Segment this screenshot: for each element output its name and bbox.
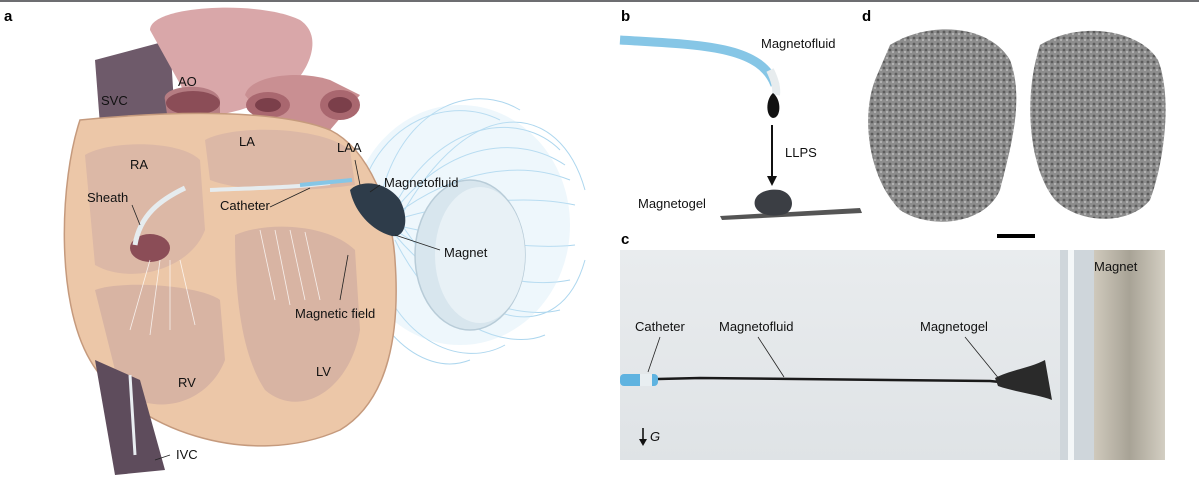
panel-c-catheter-label: Catheter (635, 319, 685, 334)
panel-b-magnetogel-label: Magnetogel (638, 196, 706, 211)
panel-c-magnetogel-label: Magnetogel (920, 319, 988, 334)
heart-illustration (63, 7, 586, 475)
gel-rendering-left (868, 29, 1017, 222)
sheath-label: Sheath (87, 190, 129, 205)
right-atrium (85, 144, 205, 274)
svc-label: SVC (101, 93, 128, 108)
left-atrium (205, 129, 355, 190)
panel-b-droplet (767, 93, 780, 118)
panel-b-magnetogel (754, 189, 792, 216)
panel-b-substrate (720, 208, 862, 220)
rv-label: RV (178, 375, 196, 390)
panel-c-magnetofluid-strand (657, 376, 1001, 384)
panel-c-magnetogel (995, 360, 1052, 400)
scale-bar (997, 234, 1035, 238)
magnet-label: Magnet (444, 245, 488, 260)
gel-rendering-right (1030, 30, 1166, 219)
panel-b-letter: b (621, 8, 631, 25)
sheath (132, 185, 187, 246)
top-rule (0, 0, 1199, 2)
la-label: LA (239, 134, 255, 149)
panel-c-letter: c (621, 231, 630, 248)
panel-c-magnetofluid-label: Magnetofluid (719, 319, 794, 334)
gravity-label: G (650, 429, 661, 444)
magnetic-field-label: Magnetic field (295, 306, 376, 321)
svc-vessel (95, 40, 175, 125)
glass-wall (1060, 250, 1094, 460)
lv-label: LV (316, 364, 331, 379)
ra-label: RA (130, 157, 149, 172)
panel-d-letter: d (862, 8, 872, 25)
panel-c-catheter (620, 374, 658, 386)
panel-b-magnetofluid-label: Magnetofluid (761, 36, 836, 51)
panel-c-magnet-label: Magnet (1094, 259, 1138, 274)
ivc-label: IVC (176, 447, 198, 462)
catheter-label: Catheter (220, 198, 270, 213)
panel-a-letter: a (4, 8, 13, 25)
magnetofluid-label: Magnetofluid (384, 175, 459, 190)
ivc-vessel (95, 360, 165, 475)
panel-c-magnet (1094, 250, 1165, 460)
laa-magnetofluid (350, 183, 406, 237)
ao-label: AO (178, 74, 197, 89)
laa-label: LAA (337, 140, 362, 155)
llps-label: LLPS (785, 145, 817, 160)
left-ventricle (235, 226, 360, 402)
